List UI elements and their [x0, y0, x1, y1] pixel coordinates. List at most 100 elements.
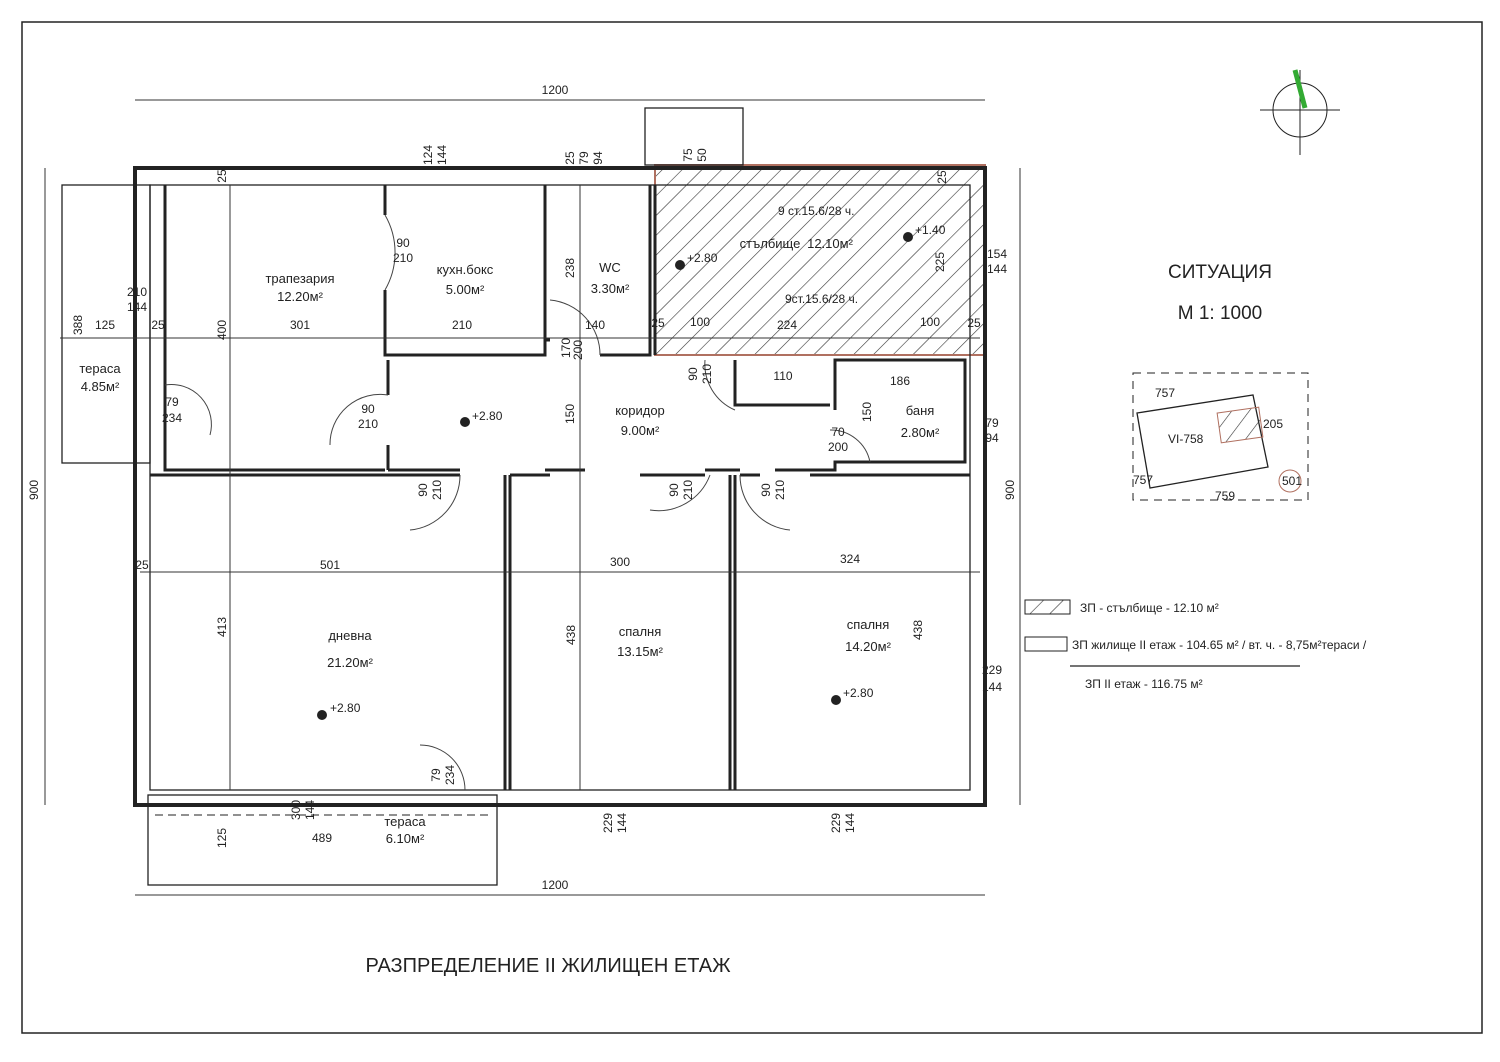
dimension-label: 210: [773, 480, 787, 500]
level-mark: +2.80: [472, 409, 503, 423]
dimension-label: 200: [571, 340, 585, 360]
dimension-label: 229: [601, 813, 615, 833]
room-name: кухн.бокс: [437, 262, 494, 277]
room-area: 6.10м²: [386, 831, 425, 846]
dimension-label: 759: [1215, 489, 1235, 503]
dimension-label: 25: [215, 169, 229, 183]
stair-note: 9 ст.15.6/28 ч.: [778, 204, 854, 218]
dimension-label: 438: [564, 625, 578, 645]
dimension-label: 205: [1263, 417, 1283, 431]
dimension-label: 900: [27, 480, 41, 500]
dimension-label: 210: [358, 417, 378, 431]
room-name: спалня: [847, 617, 890, 632]
stair-hatched-area: [654, 164, 986, 356]
dimension-label: 144: [982, 680, 1002, 694]
dimension-label: 94: [985, 431, 999, 445]
room-name: трапезария: [265, 271, 334, 286]
room-area: 12.20м²: [277, 289, 323, 304]
dimension-label: 413: [215, 617, 229, 637]
level-mark: +1.40: [915, 223, 946, 237]
legend-total: ЗП II етаж - 116.75 м²: [1085, 677, 1203, 691]
room-area: 12.10м²: [807, 236, 853, 251]
dimension-label: 90: [667, 483, 681, 497]
dimension-label: 94: [591, 151, 605, 165]
dimension-label: 144: [127, 300, 147, 314]
stair-note: 9ст.15.6/28 ч.: [785, 292, 858, 306]
dimension-label: 90: [361, 402, 375, 416]
dimension-label: 125: [215, 828, 229, 848]
drawing-title: РАЗПРЕДЕЛЕНИЕ II ЖИЛИЩЕН ЕТАЖ: [365, 955, 731, 977]
dimension-label: 144: [987, 262, 1007, 276]
dimension-label: 210: [127, 285, 147, 299]
dimension-label: 90: [396, 236, 410, 250]
dimension-label: 170: [559, 338, 573, 358]
dimension-label: 70: [831, 425, 845, 439]
dimension-label: 144: [303, 800, 317, 820]
legend: ЗП - стълбище - 12.10 м² ЗП жилище II ет…: [1024, 599, 1367, 691]
terrace-bottom: [147, 794, 498, 886]
legend-stairs: ЗП - стълбище - 12.10 м²: [1080, 601, 1219, 615]
dimension-label: 301: [290, 318, 310, 332]
dimension-label: 225: [933, 252, 947, 272]
dimension-label: 900: [1003, 480, 1017, 500]
dimension-label: 90: [686, 367, 700, 381]
dimension-label: 210: [681, 480, 695, 500]
room-name: коридор: [615, 403, 665, 418]
dimension-label: 489: [312, 831, 332, 845]
dimension-label: 234: [443, 765, 457, 785]
dimension-label: 75: [681, 148, 695, 162]
walls: [61, 166, 987, 886]
stair-balcony: [644, 107, 744, 166]
dimension-label: 25: [967, 316, 981, 330]
dimension-label: 238: [563, 258, 577, 278]
dimension-label: 79: [577, 151, 591, 165]
dimension-label: 186: [890, 374, 910, 388]
dimension-label: 438: [911, 620, 925, 640]
dimension-label: 25: [151, 318, 165, 332]
dimension-label: 210: [393, 251, 413, 265]
dimension-label: 501: [1282, 474, 1302, 488]
dimension-label: 1200: [542, 83, 569, 97]
dimension-label: 25: [135, 558, 149, 572]
level-marks: +2.80 +2.80 +1.40 +2.80 +2.80 9 ст.15.6/…: [317, 204, 946, 720]
room-name: стълбище: [740, 236, 801, 251]
dimension-label: 150: [860, 402, 874, 422]
dimension-label: 125: [95, 318, 115, 332]
dimension-label: 90: [759, 483, 773, 497]
dimension-label: 210: [452, 318, 472, 332]
north-arrow-icon: [1260, 69, 1340, 155]
dimension-label: 100: [690, 315, 710, 329]
level-mark: +2.80: [843, 686, 874, 700]
door-swings: [164, 214, 871, 791]
dimension-label: 400: [215, 320, 229, 340]
dimension-label: 90: [416, 483, 430, 497]
dimension-label: 110: [773, 369, 792, 383]
dimension-label: 50: [695, 148, 709, 162]
dimension-label: 324: [840, 552, 860, 566]
room-area: 13.15м²: [617, 644, 663, 659]
dimension-label: 229: [982, 663, 1002, 677]
room-name: баня: [906, 403, 935, 418]
room-name: тераса: [384, 814, 426, 829]
dimension-label: 79: [985, 416, 999, 430]
room-area: 21.20м²: [327, 655, 373, 670]
dimension-label: 144: [435, 145, 449, 165]
dimension-label: 150: [563, 404, 577, 424]
level-mark: +2.80: [330, 701, 361, 715]
dimension-label: 144: [843, 813, 857, 833]
dimension-label: 140: [585, 318, 605, 332]
dimension-label: 501: [320, 558, 340, 572]
room-area: 4.85м²: [81, 379, 120, 394]
room-area: 5.00м²: [446, 282, 485, 297]
dimension-label: 100: [920, 315, 940, 329]
dimension-label: 25: [935, 170, 949, 184]
dimension-label: 300: [610, 555, 630, 569]
dimension-label: 210: [700, 364, 714, 384]
room-name: спалня: [619, 624, 662, 639]
dimension-label: 25: [563, 151, 577, 165]
dimension-label: 300: [289, 800, 303, 820]
dimension-label: 200: [828, 440, 848, 454]
